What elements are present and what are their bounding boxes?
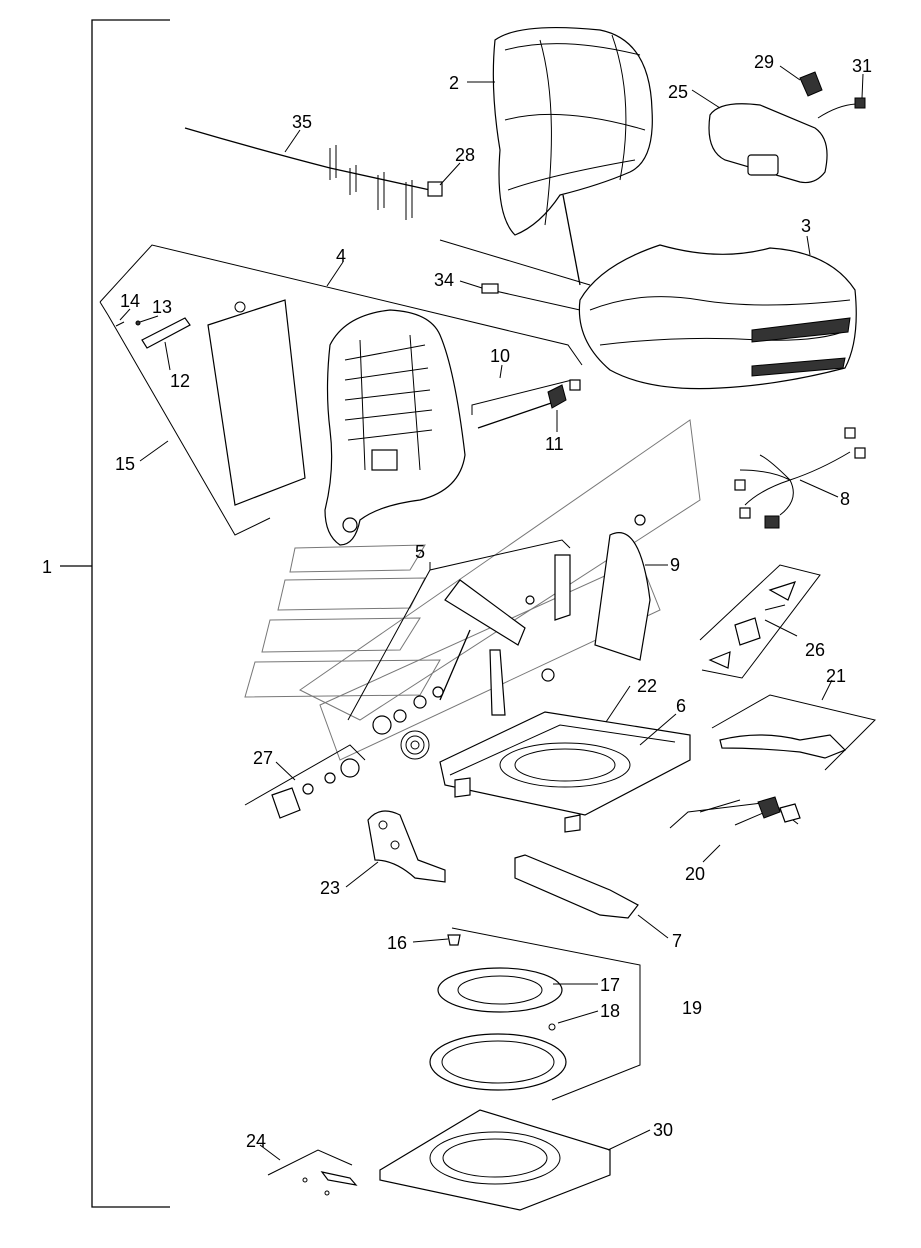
label-11: 11 xyxy=(545,434,564,454)
label-8: 8 xyxy=(840,489,850,509)
backrest-cushion xyxy=(492,26,653,286)
label-23: 23 xyxy=(320,878,340,898)
seat-cushion xyxy=(439,239,857,390)
leader-lines xyxy=(119,65,864,1161)
lever-handle xyxy=(711,694,876,771)
label-13: 13 xyxy=(152,297,172,317)
armrest-pad xyxy=(708,103,828,184)
label-19: 19 xyxy=(682,998,702,1018)
wiring-harness xyxy=(734,427,866,529)
swivel-group xyxy=(429,927,641,1101)
label-24: 24 xyxy=(246,1131,266,1151)
label-2: 2 xyxy=(449,73,459,93)
label-6: 6 xyxy=(676,696,686,716)
label-22: 22 xyxy=(637,676,657,696)
suspension-ghost-outline xyxy=(244,419,701,761)
label-15: 15 xyxy=(115,454,135,474)
label-25: 25 xyxy=(668,82,688,102)
label-31: 31 xyxy=(852,56,872,76)
swivel-base-plate xyxy=(379,1109,651,1211)
switch-part xyxy=(799,71,823,97)
connector-part xyxy=(817,97,866,119)
label-5: 5 xyxy=(415,542,425,562)
label-7: 7 xyxy=(672,931,682,951)
label-16: 16 xyxy=(387,933,407,953)
side-bracket xyxy=(367,810,446,883)
base-frame xyxy=(439,711,691,833)
label-4: 4 xyxy=(336,246,346,266)
back-panel xyxy=(99,299,306,536)
linkage-assembly xyxy=(347,514,651,721)
small-pad-part xyxy=(267,1149,358,1196)
lever-hardware xyxy=(669,796,801,829)
label-27: 27 xyxy=(253,748,273,768)
label-34: 34 xyxy=(434,270,454,290)
handle-part xyxy=(115,317,191,349)
mounting-rail xyxy=(514,854,639,919)
label-3: 3 xyxy=(801,216,811,236)
label-12: 12 xyxy=(170,371,190,391)
lumbar-adjuster xyxy=(471,379,581,429)
label-30: 30 xyxy=(653,1120,673,1140)
label-14: 14 xyxy=(120,291,140,311)
assembly-bracket xyxy=(60,19,170,1208)
label-17: 17 xyxy=(600,975,620,995)
washers-bushings xyxy=(244,686,444,819)
label-35: 35 xyxy=(292,112,312,132)
label-28: 28 xyxy=(455,145,475,165)
coil-spring xyxy=(400,730,430,760)
label-10: 10 xyxy=(490,346,510,366)
label-9: 9 xyxy=(670,555,680,575)
label-18: 18 xyxy=(600,1001,620,1021)
label-20: 20 xyxy=(685,864,705,884)
label-1: 1 xyxy=(42,557,52,577)
lever-bracket-group xyxy=(699,564,821,679)
backrest-frame xyxy=(324,309,466,546)
label-29: 29 xyxy=(754,52,774,72)
label-21: 21 xyxy=(826,666,846,686)
backrest-frame-bracket xyxy=(99,244,583,366)
label-26: 26 xyxy=(805,640,825,660)
heater-cable xyxy=(184,127,443,220)
callout-labels: 1 2 3 4 5 6 7 8 9 10 11 12 13 14 15 16 1… xyxy=(42,52,872,1151)
